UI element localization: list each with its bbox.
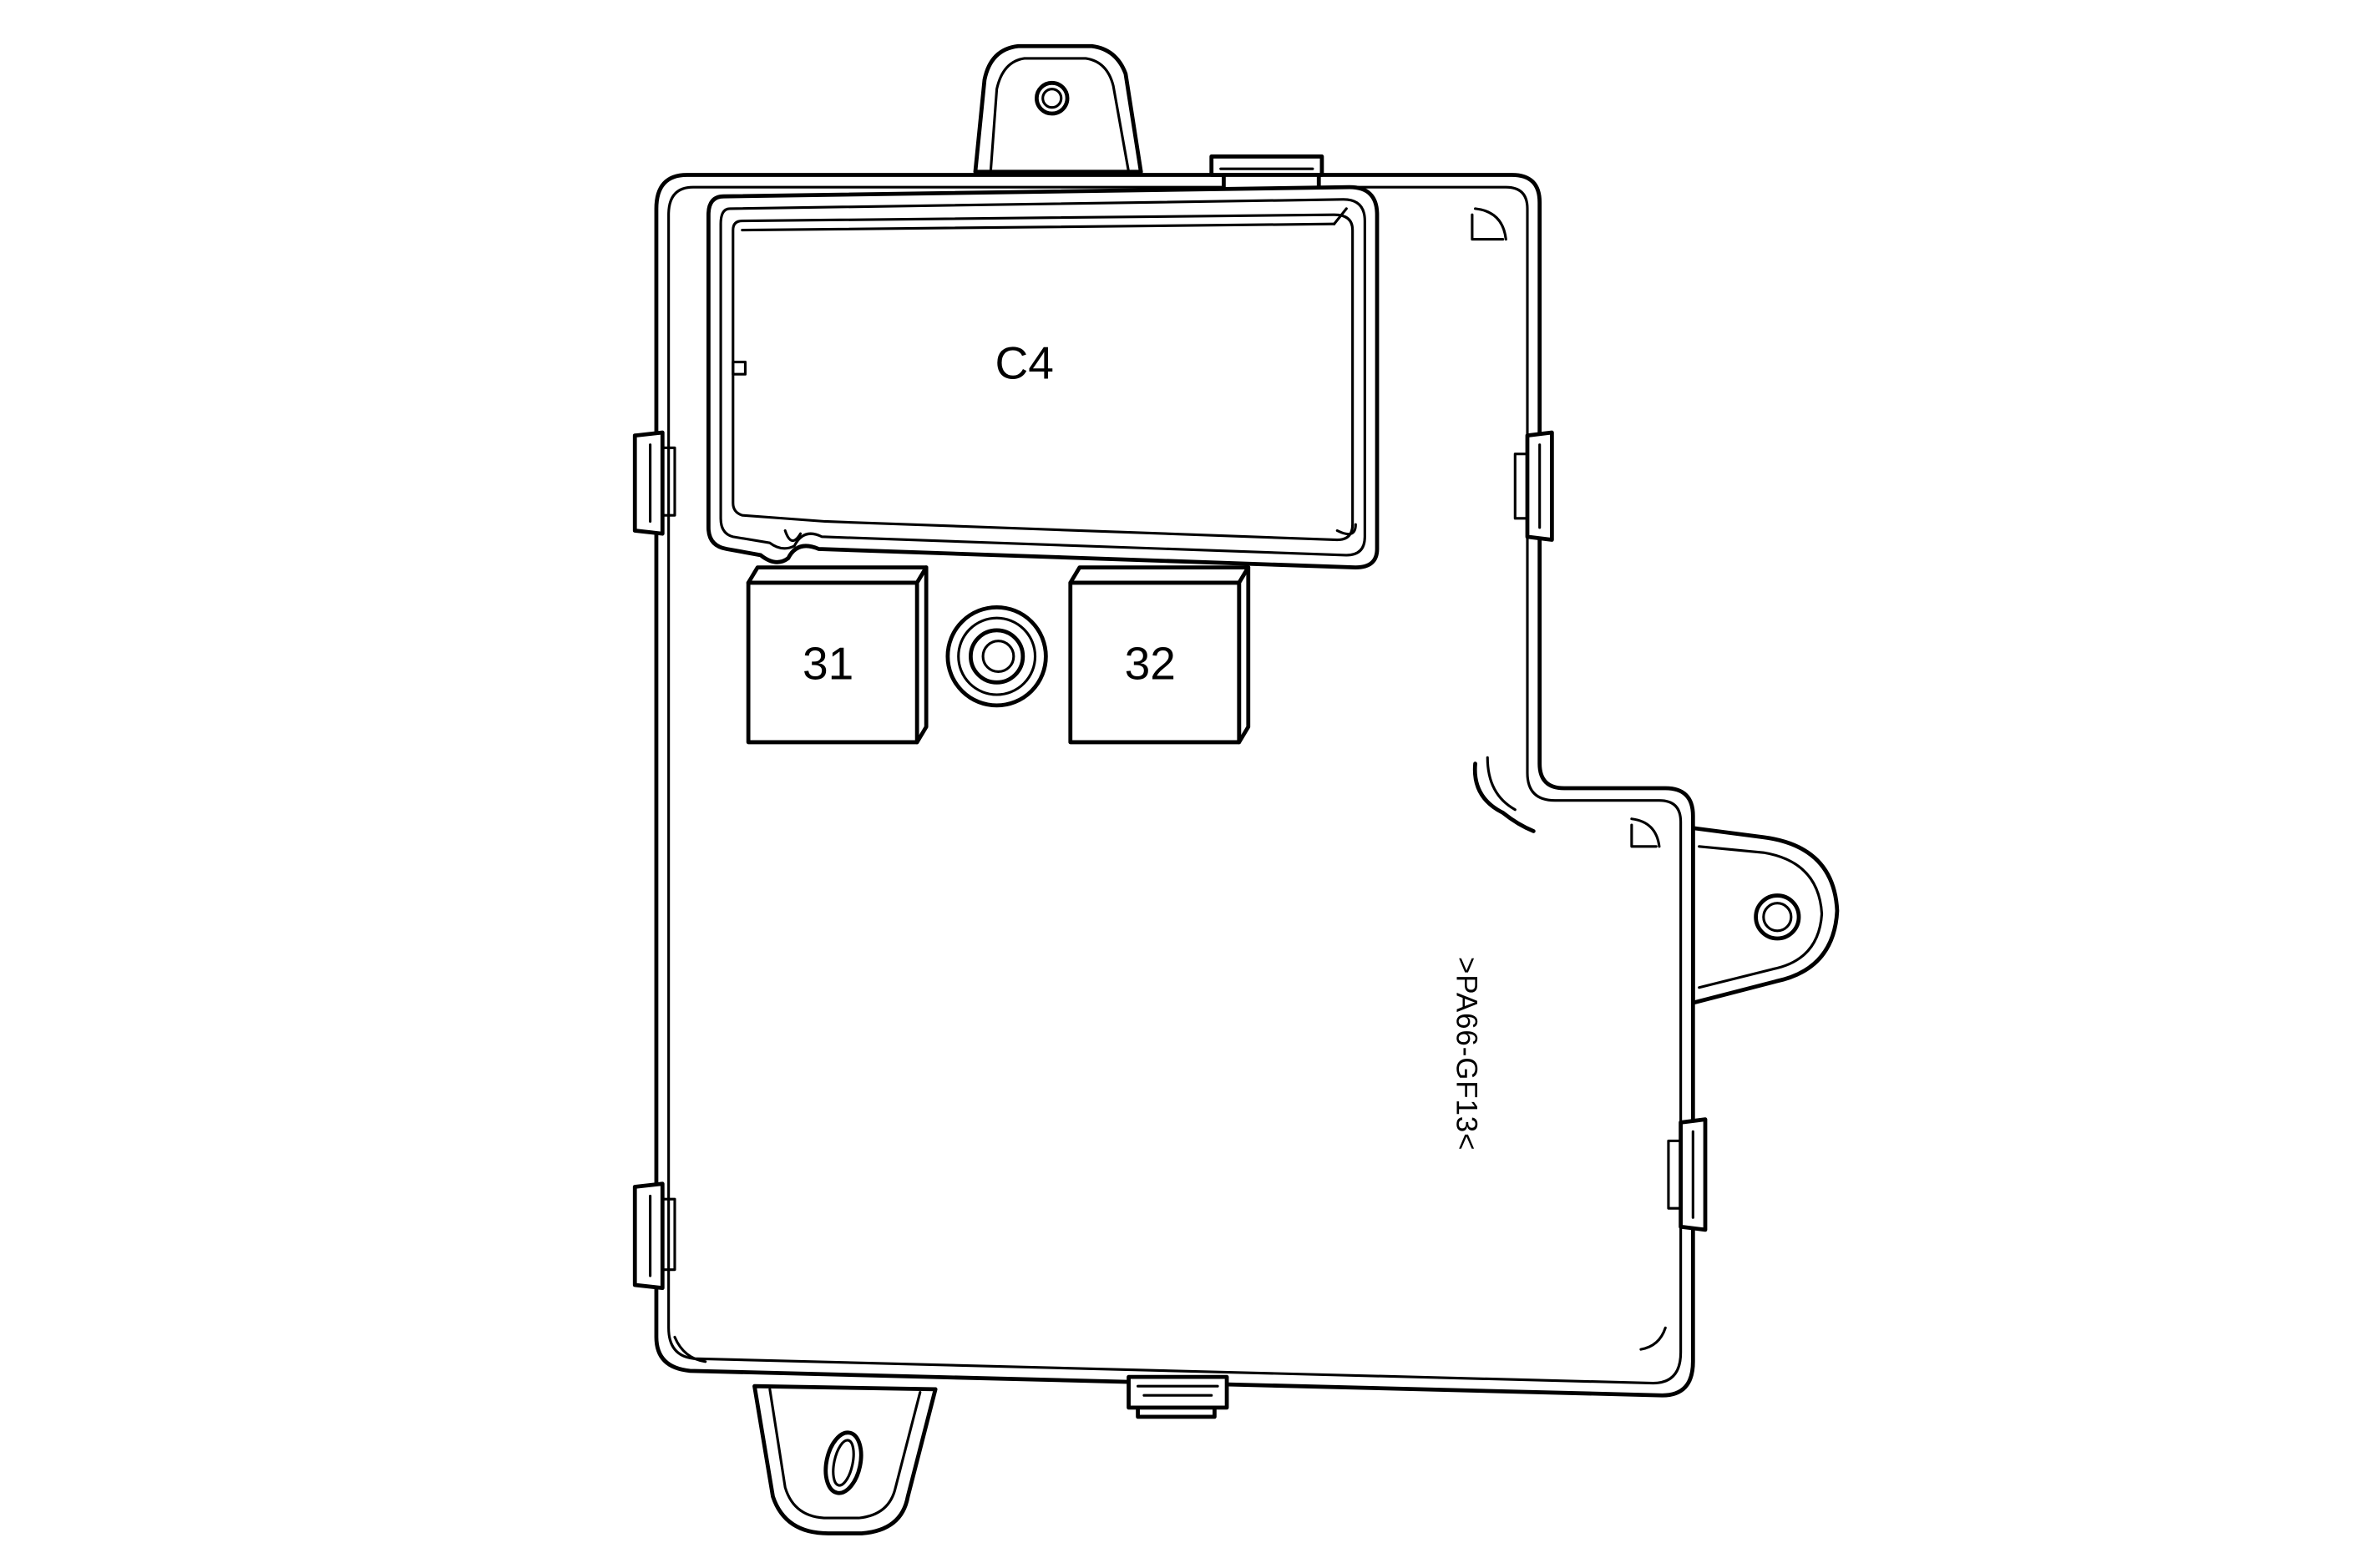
top-mounting-hole [1034,80,1070,116]
housing-inner [667,185,1683,1385]
c4-connector-cavity: C4 [706,185,1380,569]
right-latch-lower [1667,1117,1708,1232]
connector-label-c4: C4 [995,337,1053,389]
fuse-32: 32 [1068,565,1251,745]
top-mounting-ear [973,43,1143,175]
center-stud [945,604,1048,708]
material-mark: >PA66-GF13< [1451,957,1483,1151]
right-mounting-ear [1690,826,1840,1005]
right-latch-upper [1513,430,1554,542]
fuse-31: 31 [746,565,929,745]
left-latch-lower [632,1181,676,1291]
bottom-mounting-ear [752,1383,938,1535]
corner-fillets [673,207,1667,1363]
bottom-latch-tab [1127,1374,1229,1419]
fuse-label-32: 32 [1125,638,1176,690]
left-latch-upper [632,430,676,536]
right-mounting-hole [1754,893,1801,941]
fuse-label-31: 31 [803,638,853,690]
bottom-slot-hole [823,1430,863,1495]
